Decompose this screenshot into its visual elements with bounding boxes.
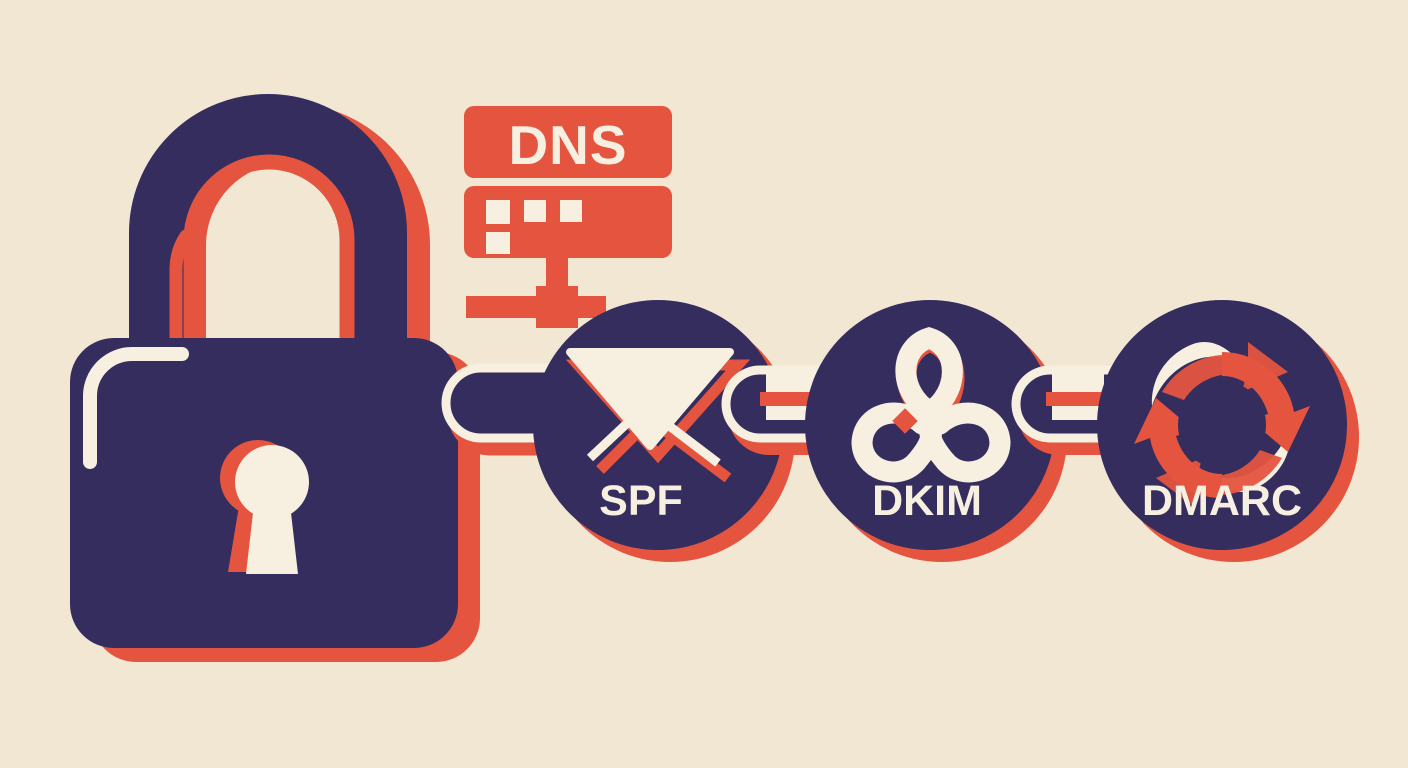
dns-label-plate	[464, 106, 672, 178]
dns-server: DNS	[464, 106, 672, 328]
padlock-corner-highlight	[83, 347, 189, 469]
padlock-shackle-inner-accent	[183, 154, 355, 340]
dns-label: DNS	[508, 114, 627, 176]
dns-led-3	[560, 200, 582, 222]
envelope-icon	[566, 348, 734, 467]
dns-led-4	[486, 232, 510, 254]
node-dmarc[interactable]: DMARC	[1097, 300, 1359, 562]
padlock	[70, 94, 480, 662]
node-spf[interactable]: SPF	[533, 300, 795, 562]
padlock-shackle	[129, 94, 407, 345]
key-knot-accent-diamond	[892, 408, 918, 434]
dmarc-label: DMARC	[1142, 477, 1302, 525]
chain-link-dkim-to-dmarc-joint-accent	[1046, 392, 1112, 406]
dkim-label: DKIM	[872, 477, 982, 525]
cycle-arrows-icon-cream	[1151, 341, 1291, 492]
dns-connector	[466, 250, 606, 328]
dns-connector-node	[536, 286, 578, 328]
dns-led-1	[486, 200, 510, 224]
cycle-arrows-icon-coral	[1134, 342, 1310, 508]
padlock-shackle-highlight	[169, 229, 193, 345]
dns-led-2	[524, 200, 546, 222]
padlock-keyhole	[235, 445, 309, 574]
spf-label: SPF	[599, 477, 683, 525]
cycle-arrows-icon-center	[1178, 381, 1266, 469]
node-dkim[interactable]: DKIM	[805, 300, 1067, 562]
key-knot-icon	[851, 326, 1011, 483]
